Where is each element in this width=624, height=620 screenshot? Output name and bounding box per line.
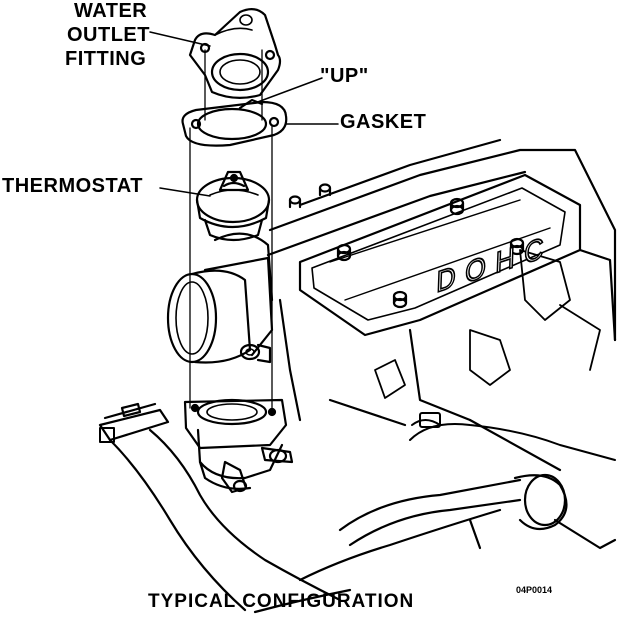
label-outlet: OUTLET [67,24,150,46]
engine-block [266,138,617,472]
figure-caption: TYPICAL CONFIGURATION [148,591,415,612]
thermostat-housing [166,232,274,364]
label-gasket: GASKET [340,111,427,133]
radiator-hose [98,402,502,614]
label-thermostat: THERMOSTAT [2,175,143,197]
leader-up [254,77,323,104]
water-inlet-fitting [183,398,294,494]
water-outlet-fitting [188,8,282,99]
leader-water-outlet [149,31,211,47]
gasket [181,98,288,147]
label-up: "UP" [320,65,369,87]
thermostat [195,170,271,242]
cover-bolt [392,290,408,309]
label-water: WATER [74,0,148,22]
cover-bolt [336,243,352,262]
block-bolt [288,195,302,209]
cover-bolt [449,197,465,216]
label-fitting: FITTING [65,48,147,70]
block-bolt [318,183,332,197]
heater-hose [338,473,617,550]
cover-bolt [509,237,525,256]
figure-code: 04P0014 [516,585,553,595]
leader-thermostat [159,187,211,197]
leader-lines [149,31,339,197]
